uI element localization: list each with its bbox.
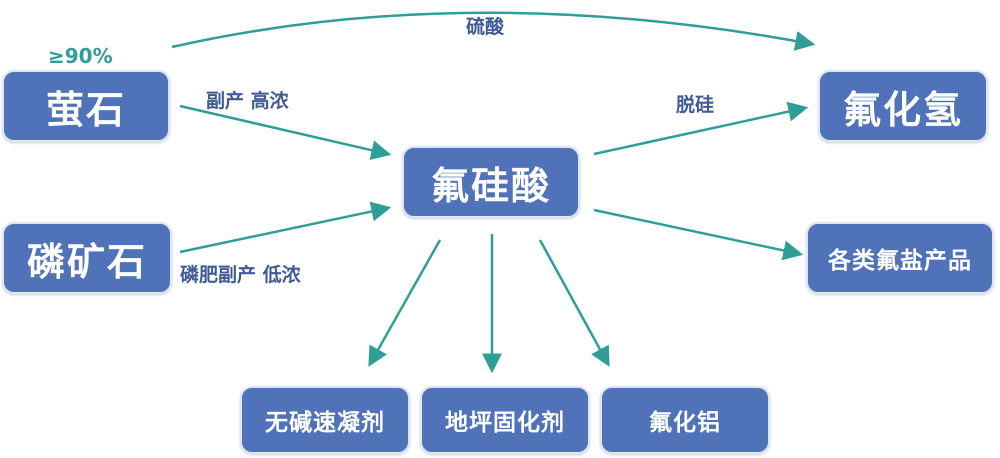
arrow-phosphate-rock-to-fluorosilicic-acid [179, 201, 392, 254]
node-phosphate-rock: 磷矿石 [2, 222, 172, 294]
label-purity: ≥90% [48, 44, 113, 68]
arrow-fluorite-to-hydrogen-fluoride [171, 11, 816, 51]
node-aluminum-fluoride: 氟化铝 [600, 386, 770, 454]
arrow-fluorite-to-fluorosilicic-acid [179, 104, 392, 160]
node-hydrogen-fluoride: 氟化氢 [818, 70, 988, 142]
arrow-fluorosilicic-acid-to-aluminum-fluoride [538, 239, 610, 367]
label-sulfuric-acid: 硫酸 [466, 16, 505, 38]
arrow-fluorosilicic-acid-to-hydrogen-fluoride [593, 101, 809, 156]
node-alkali-free-accelerator: 无碱速凝剂 [240, 386, 410, 454]
arrow-fluorosilicic-acid-to-fluoride-salts [593, 208, 804, 261]
label-byproduct-high-concentration: 副产 高浓 [206, 90, 289, 112]
label-phosphate-byproduct-low-concentration: 磷肥副产 低浓 [180, 264, 301, 286]
label-desilication: 脱硅 [676, 94, 715, 116]
arrow-fluorosilicic-acid-to-alkali-free-accelerator [368, 239, 442, 367]
node-fluorite: 萤石 [2, 70, 170, 142]
node-floor-curing-agent: 地坪固化剂 [420, 386, 590, 454]
node-fluoride-salts: 各类氟盐产品 [806, 222, 994, 294]
node-fluorosilicic-acid: 氟硅酸 [402, 146, 580, 218]
